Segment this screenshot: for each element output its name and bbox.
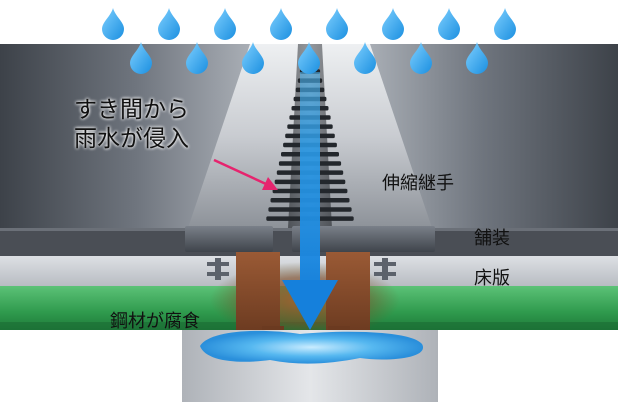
rain-drop (102, 8, 124, 40)
expansion-joint-label: 伸縮継手 (382, 173, 454, 194)
rain-drop (270, 8, 292, 40)
pointer-line (213, 158, 267, 186)
rain-drop (130, 42, 152, 74)
rain-drop (242, 42, 264, 74)
pavement-label: 舗装 (474, 228, 510, 249)
anchor-bolts (207, 258, 396, 280)
rain-intrusion-line1: すき間から (74, 97, 189, 123)
rain-drop (466, 42, 488, 74)
deck-slab-label: 床版 (474, 268, 510, 289)
rain-drops (102, 8, 516, 74)
rain-drop (382, 8, 404, 40)
joint-plate-left (185, 226, 273, 252)
rain-drop (326, 8, 348, 40)
rain-intrusion-label: すき間から 雨水が侵入 (74, 96, 189, 155)
water-stream (300, 72, 320, 302)
rain-drop (438, 8, 460, 40)
rain-intrusion-line2: 雨水が侵入 (74, 126, 189, 153)
rain-drop (298, 42, 320, 74)
rain-drop (157, 8, 180, 41)
water-arrow-head (282, 280, 338, 330)
steel-corrosion-label: 鋼材が腐食 (110, 311, 200, 332)
steel-block-right (326, 252, 370, 334)
rain-drop (410, 42, 432, 74)
rain-drop (186, 42, 208, 74)
steel-block-left (236, 252, 280, 334)
joint-plate-right (292, 226, 435, 252)
rain-drop (214, 8, 236, 40)
rain-drop (494, 8, 516, 40)
water-puddle (200, 330, 424, 364)
rain-drop (354, 42, 376, 74)
pointer-arrow-head (262, 177, 278, 190)
